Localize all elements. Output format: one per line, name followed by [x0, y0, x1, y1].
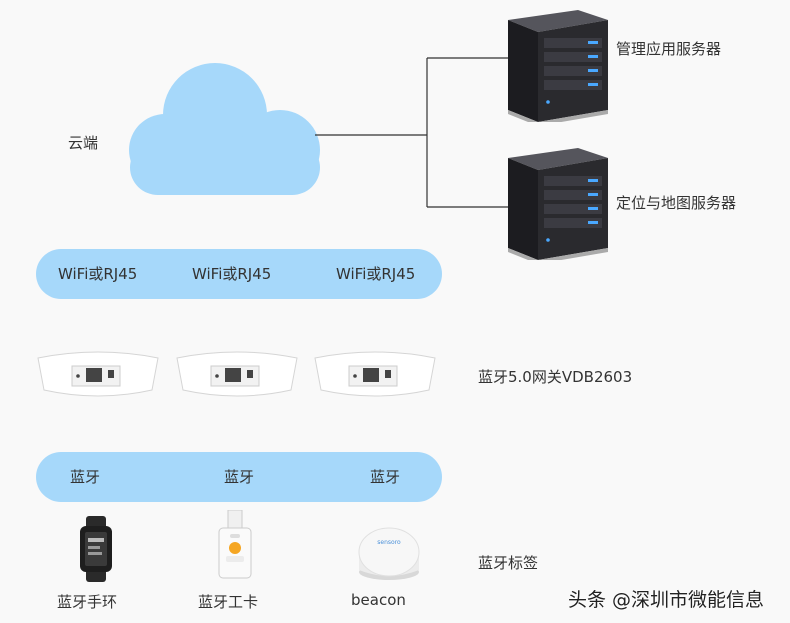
uplink-label: WiFi或RJ45	[336, 265, 416, 283]
cloud-shape	[129, 63, 320, 195]
bluetooth-label: 蓝牙	[224, 468, 255, 486]
gateway-icon	[37, 351, 159, 397]
uplink-label: WiFi或RJ45	[192, 265, 272, 283]
cloud-server-connector	[315, 57, 510, 208]
tags-label: 蓝牙标签	[478, 554, 539, 572]
wristband-label: 蓝牙手环	[57, 593, 118, 611]
bluetooth-label: 蓝牙	[70, 468, 101, 486]
bluetooth-bar: 蓝牙 蓝牙 蓝牙	[36, 452, 442, 502]
badge-card-icon	[218, 510, 252, 579]
badge-card-label: 蓝牙工卡	[198, 593, 259, 611]
gateway-icon	[176, 351, 298, 397]
wristband-icon	[80, 516, 112, 582]
gateway-icon	[314, 351, 436, 397]
gateway-label: 蓝牙5.0网关VDB2603	[478, 368, 633, 386]
cloud-label: 云端	[68, 134, 99, 152]
beacon-brand-text: sensoro	[377, 539, 401, 546]
uplink-label: WiFi或RJ45	[58, 265, 138, 283]
server-icon	[508, 10, 608, 122]
bluetooth-label: 蓝牙	[370, 468, 401, 486]
server-map-label: 定位与地图服务器	[616, 194, 737, 212]
beacon-label: beacon	[351, 591, 406, 609]
watermark: 头条 @深圳市微能信息	[568, 589, 765, 611]
beacon-icon: sensoro	[358, 527, 420, 580]
server-icon	[508, 148, 608, 260]
server-management-label: 管理应用服务器	[616, 40, 722, 58]
uplink-bar: WiFi或RJ45 WiFi或RJ45 WiFi或RJ45	[36, 249, 442, 299]
